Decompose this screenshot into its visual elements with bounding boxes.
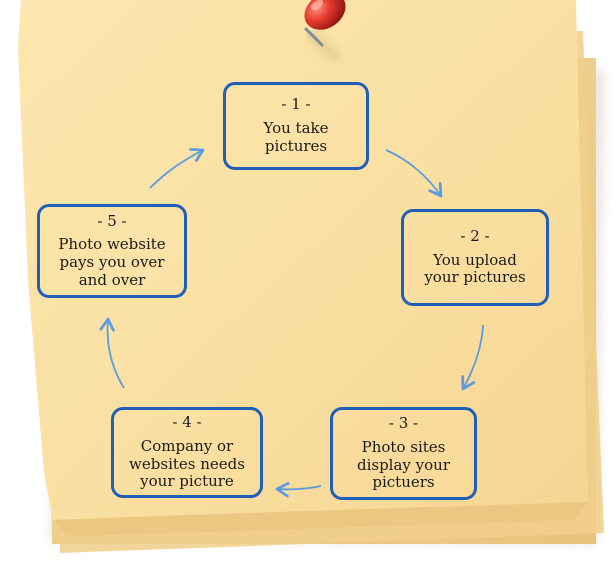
step-5-box: - 5 - Photo website pays you over and ov… [37, 204, 187, 298]
step-5-text: Photo website pays you over and over [58, 235, 166, 289]
pushpin-highlight [310, 0, 324, 11]
step-3-box: - 3 - Photo sites display your pictuers [330, 407, 477, 500]
front-note [18, 0, 588, 520]
step-2-number: - 2 - [460, 226, 490, 245]
pushpin-icon [304, 0, 346, 30]
step-5-number: - 5 - [97, 211, 127, 230]
step-2-text: You upload your pictures [424, 250, 526, 287]
front-note-curl [53, 502, 588, 536]
step-3-number: - 3 - [388, 414, 419, 433]
step-1-box: - 1 - You take pictures [223, 82, 369, 170]
pushpin-needle [304, 27, 324, 47]
step-4-number: - 4 - [172, 413, 202, 432]
step-4-box: - 4 - Company or websites needs your pic… [111, 407, 263, 498]
step-4-text: Company or websites needs your picture [129, 436, 245, 491]
step-1-number: - 1 - [281, 95, 311, 114]
step-2-box: - 2 - You upload your pictures [401, 209, 549, 306]
step-3-text: Photo sites display your pictuers [356, 437, 451, 492]
step-1-text: You take pictures [263, 119, 329, 155]
